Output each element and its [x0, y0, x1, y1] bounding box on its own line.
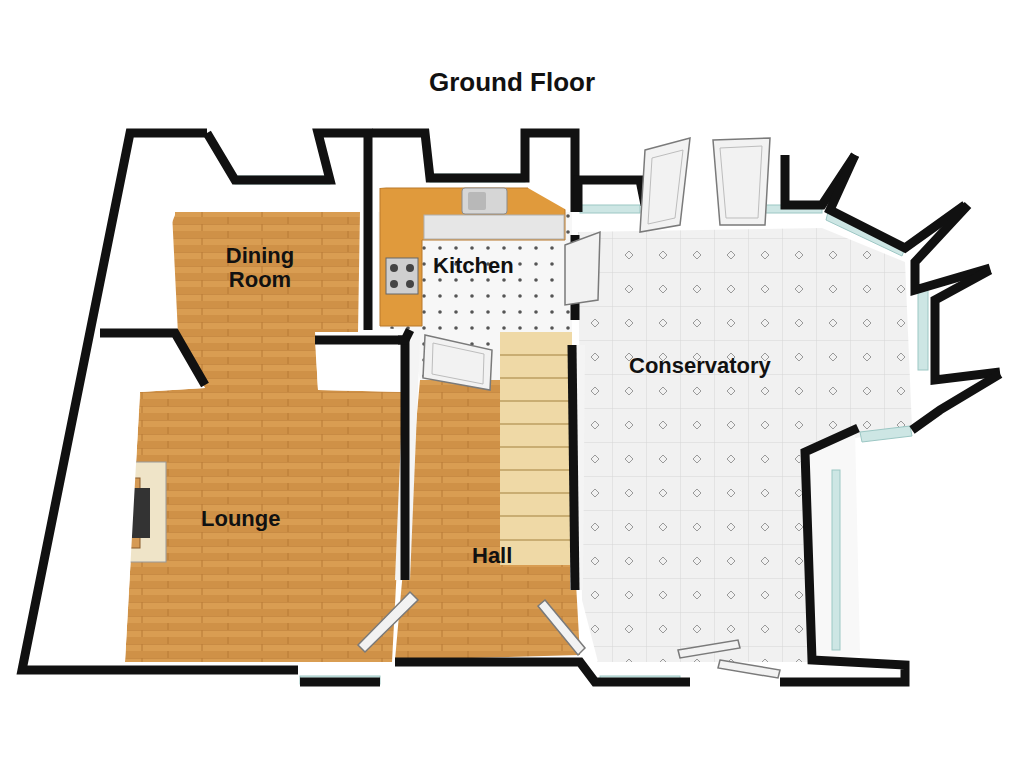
- plan-title: Ground Floor: [429, 67, 595, 98]
- room-label: Lounge: [197, 505, 284, 533]
- room-label: Dining Room: [205, 242, 315, 294]
- room-label: Hall: [468, 542, 516, 570]
- room-label: Kitchen: [429, 252, 518, 280]
- room-name: Conservatory: [629, 354, 771, 378]
- room-label: Conservatory: [625, 352, 775, 380]
- room-name: Lounge: [201, 507, 280, 531]
- room-name: Kitchen: [433, 254, 514, 278]
- staircase: [500, 332, 572, 565]
- room-name: Hall: [472, 544, 512, 568]
- room-name: Dining Room: [209, 244, 311, 292]
